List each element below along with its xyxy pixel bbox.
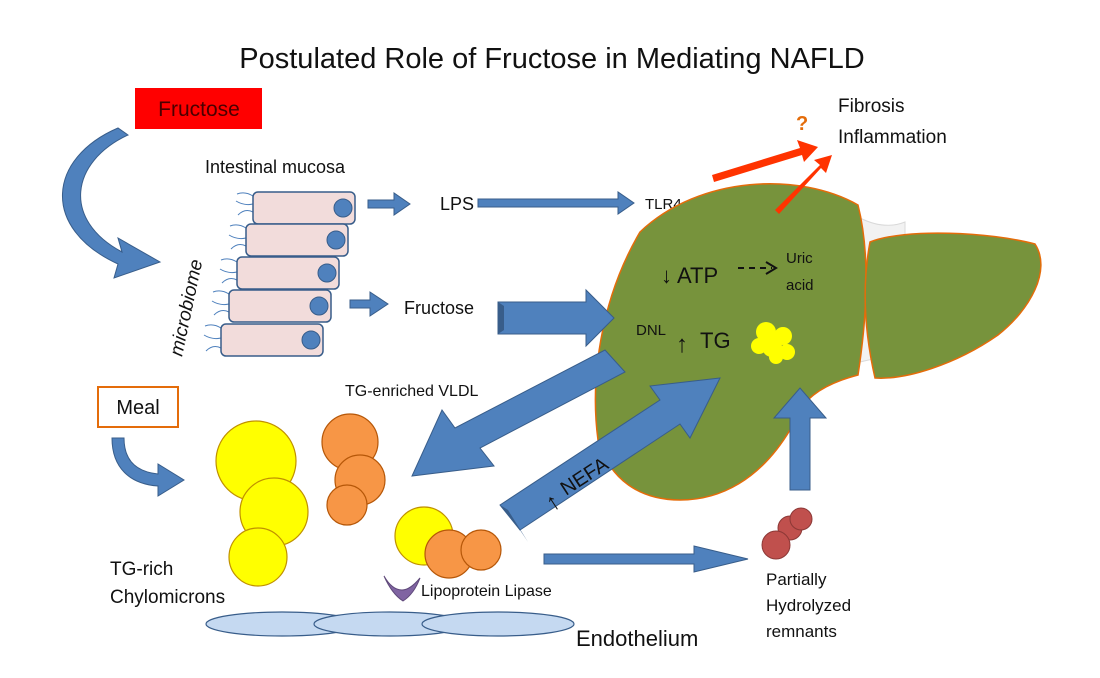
arrow-fructose-to-liver-side — [498, 302, 504, 334]
intestinal-cell — [220, 323, 324, 357]
fructose-box — [135, 88, 262, 129]
tg-vldl-label: TG-enriched VLDL — [345, 383, 478, 400]
arrow-lps-to-tlr4 — [477, 191, 635, 215]
arrow-fructose-to-liver — [497, 288, 615, 348]
arrow-mucosa-to-fructose — [349, 291, 389, 317]
liver — [594, 183, 1042, 501]
atp-label: ATP — [677, 263, 718, 288]
lipid-droplets — [751, 322, 795, 364]
fibrosis-label: Fibrosis — [838, 96, 905, 117]
vldl-cluster — [321, 413, 386, 526]
dashed-arrow-head — [765, 261, 778, 275]
intestinal-cell — [236, 256, 340, 290]
remnants-label: remnants — [766, 622, 837, 641]
intestinal-cell — [228, 289, 332, 323]
remnant-particle — [789, 507, 813, 531]
tg-label: TG — [700, 328, 731, 353]
lps-label: LPS — [440, 194, 474, 214]
meal-box — [97, 386, 179, 428]
remnant-particles — [761, 507, 813, 560]
acid-label: acid — [786, 277, 814, 294]
fructose-box-label: Fructose — [158, 98, 240, 121]
lipoprotein-lipase-label: Lipoprotein Lipase — [421, 583, 552, 600]
cell-nucleus — [333, 198, 353, 218]
up-arrow-glyph: ↑ — [676, 331, 688, 358]
liver-right-lobe — [864, 232, 1042, 379]
dnl-label: DNL — [636, 322, 666, 339]
uric-label: Uric — [786, 250, 813, 267]
microbiome-strands — [203, 192, 254, 352]
fructose-mid-label: Fructose — [404, 298, 474, 318]
cell-nucleus — [309, 296, 329, 316]
arrow-nefa — [499, 377, 721, 531]
endothelium — [205, 611, 575, 637]
tg-rich-label: TG-rich — [110, 559, 173, 580]
lipolysis-cluster — [394, 506, 502, 579]
question-mark: ? — [796, 113, 808, 135]
cell-nucleus — [317, 263, 337, 283]
down-arrow-glyph: ↓ — [661, 263, 672, 288]
lipoprotein-lipase-shape — [383, 575, 421, 602]
meal-label: Meal — [116, 397, 159, 419]
arrow-mucosa-to-lps — [367, 192, 411, 216]
cell-nucleus — [326, 230, 346, 250]
diagram-title: Postulated Role of Fructose in Mediating… — [239, 43, 864, 75]
intestinal-mucosa-label: Intestinal mucosa — [205, 157, 346, 177]
remnant-particle — [761, 530, 791, 560]
particle-orange — [460, 529, 502, 571]
cell-nucleus — [301, 330, 321, 350]
microbiome-label: microbiome — [166, 258, 207, 358]
arrow-to-remnants — [543, 545, 749, 573]
intestinal-cell — [245, 223, 349, 257]
arrow-remnants-to-liver — [772, 387, 828, 491]
endothelial-cell — [421, 611, 575, 637]
intestinal-cells — [220, 191, 356, 357]
vldl-orange — [326, 484, 368, 526]
endothelium-label: Endothelium — [576, 626, 698, 651]
chylomicron-cluster — [215, 420, 309, 587]
hydrolyzed-label: Hydrolyzed — [766, 596, 851, 615]
red-arrow-liver-to-inflammation — [775, 155, 832, 214]
red-arrow-question — [712, 140, 818, 182]
inflammation-label: Inflammation — [838, 127, 947, 148]
curved-fructose-arrow — [62, 127, 162, 279]
arrow-meal — [111, 437, 185, 497]
arrow-vldl — [411, 349, 626, 477]
partially-label: Partially — [766, 570, 827, 589]
chylomicrons-label: Chylomicrons — [110, 587, 225, 608]
chylomicron-yellow — [228, 527, 288, 587]
